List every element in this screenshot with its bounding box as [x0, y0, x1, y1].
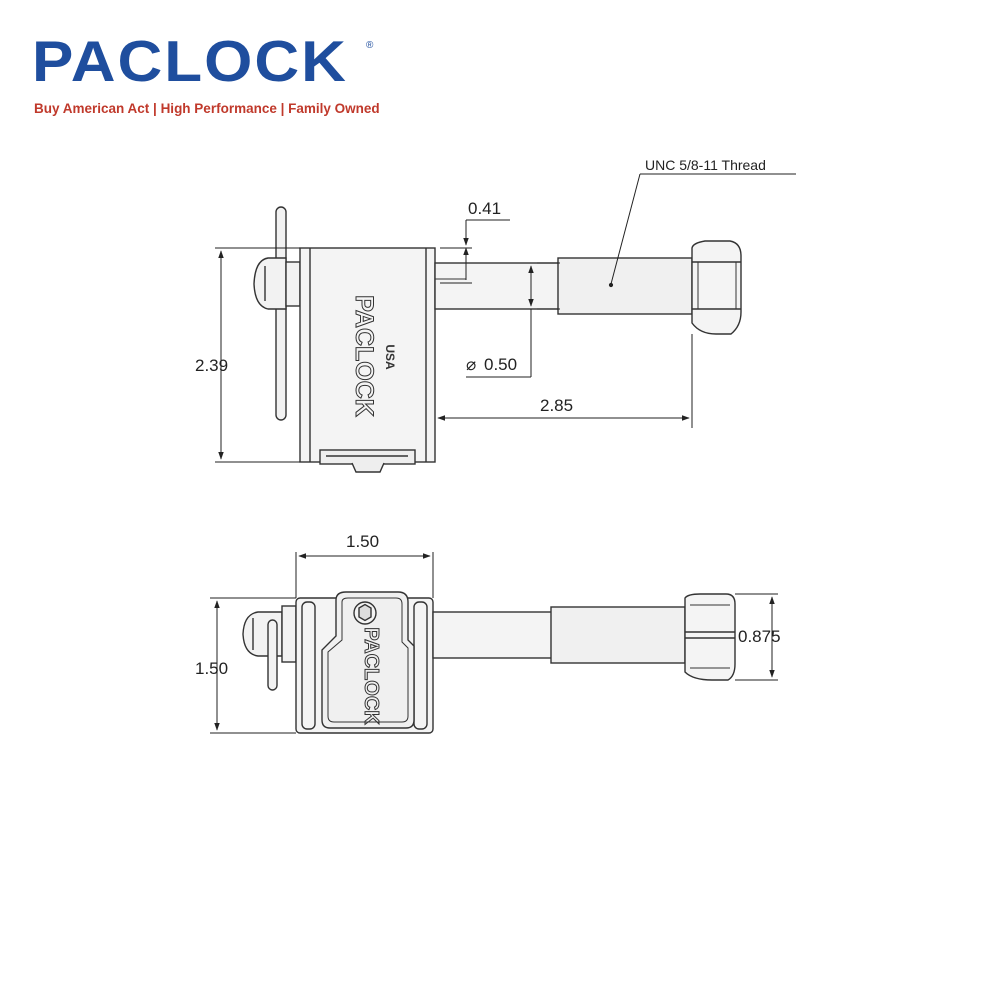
dim-diameter-symbol: ⌀: [466, 355, 476, 374]
dim-length: 2.85: [540, 396, 573, 415]
top-plate: [267, 619, 278, 691]
top-knob-collar: [281, 605, 297, 663]
dim-hex-size: 0.875: [738, 627, 781, 646]
side-plate: [275, 206, 287, 421]
thread-note: UNC 5/8-11 Thread: [645, 157, 766, 173]
side-dimensions: [215, 173, 796, 463]
side-engraving: PACLOCK USA: [350, 295, 398, 418]
side-shaft: [434, 262, 561, 310]
top-hex-nut: [684, 593, 736, 681]
dim-shaft-diameter: 0.50: [484, 355, 517, 374]
brand-name: PACLOCK: [32, 30, 348, 94]
top-shaft: [432, 611, 554, 659]
registered-mark: ®: [366, 40, 374, 51]
side-view: [253, 206, 742, 473]
hex-socket-icon: [358, 603, 372, 622]
top-dimensions: [210, 552, 778, 734]
top-thread: [550, 606, 686, 664]
side-knob-collar: [285, 261, 301, 307]
dim-gap: 0.41: [468, 199, 501, 218]
top-view: [242, 591, 736, 734]
top-shield: [321, 591, 415, 729]
side-bottom-screw: [319, 449, 416, 465]
dim-top-height: 1.50: [195, 659, 228, 678]
brand-logo: PACLOCK ® Buy American Act | High Perfor…: [32, 30, 392, 116]
side-engraving-country: USA: [383, 344, 397, 370]
side-thread: [557, 257, 693, 315]
hex-socket-icon: [351, 462, 385, 473]
top-engraving-logo: PACLOCK: [360, 627, 382, 725]
dim-side-height: 2.39: [195, 356, 228, 375]
dim-top-width: 1.50: [346, 532, 379, 551]
side-engraving-logo: PACLOCK: [350, 295, 378, 417]
brand-tagline: Buy American Act | High Performance | Fa…: [34, 101, 380, 116]
side-knob: [253, 257, 287, 310]
side-hex-nut: [691, 240, 742, 335]
